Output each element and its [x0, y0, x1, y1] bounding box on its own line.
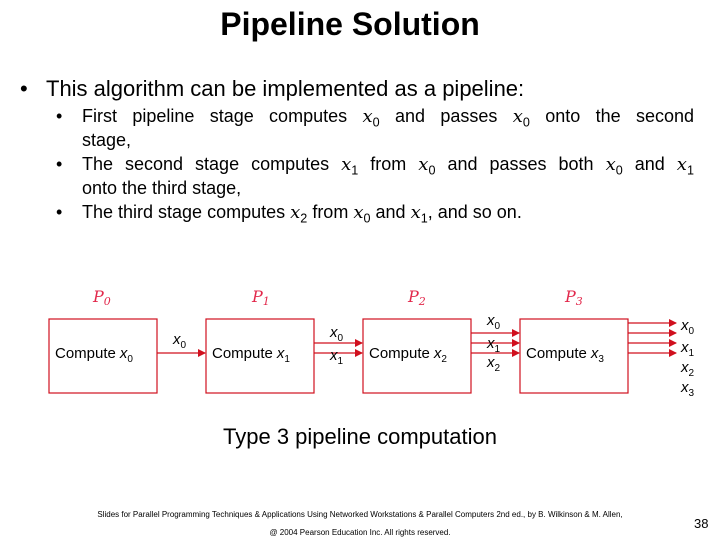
stage-box-p2 — [362, 318, 472, 394]
sub-bullet-3-line1: The third stage computes x2 from x0 and … — [82, 202, 522, 226]
link-p1-p2-label-x0: x0 — [329, 324, 344, 344]
main-bullet-text: This algorithm can be implemented as a p… — [46, 76, 525, 101]
footer-copyright: @ 2004 Pearson Education Inc. All rights… — [269, 528, 451, 537]
bullet-dot: • — [56, 154, 63, 174]
output-label-x1: x1 — [680, 339, 695, 359]
link-p2-p3-label-x0: x0 — [486, 312, 501, 332]
processor-label-p3: P3 — [564, 287, 583, 308]
diagram-caption: Type 3 pipeline computation — [223, 424, 497, 449]
sub-bullet-1-line1: First pipeline stage computes x0 and pas… — [82, 106, 694, 130]
output-label-x3: x3 — [680, 379, 695, 399]
link-p2-p3-label-x1: x1 — [486, 335, 501, 355]
stage-box-p0 — [48, 318, 158, 394]
sub-bullet-2-line1: The second stage computes x1 from x0 and… — [82, 154, 694, 178]
footer: Slides for Parallel Programming Techniqu… — [0, 510, 720, 537]
stage-box-p3 — [519, 318, 629, 394]
link-p1-p2-label-x1: x1 — [329, 347, 344, 367]
output-label-x2: x2 — [680, 359, 695, 379]
bullet-dot: • — [56, 106, 63, 126]
output-label-x0: x0 — [680, 317, 695, 337]
processor-label-p1: P1 — [251, 287, 270, 308]
link-p0-p1-label-x0: x0 — [172, 331, 187, 351]
main-bullet: • This algorithm can be implemented as a … — [20, 76, 524, 102]
link-p2-p3-label-x2: x2 — [486, 354, 501, 374]
processor-label-p2: P2 — [407, 287, 426, 308]
processor-label-p0: P0 — [92, 287, 111, 308]
bullet-dot: • — [20, 76, 28, 101]
sub-bullet-1-line2: stage, — [82, 130, 132, 150]
footer-credit: Slides for Parallel Programming Techniqu… — [97, 510, 623, 519]
slide-title: Pipeline Solution — [220, 6, 480, 42]
stage-box-p1 — [205, 318, 315, 394]
page-number: 38 — [694, 516, 709, 531]
sub-bullet-2-line2: onto the third stage, — [82, 178, 242, 198]
bullet-dot: • — [56, 202, 63, 222]
